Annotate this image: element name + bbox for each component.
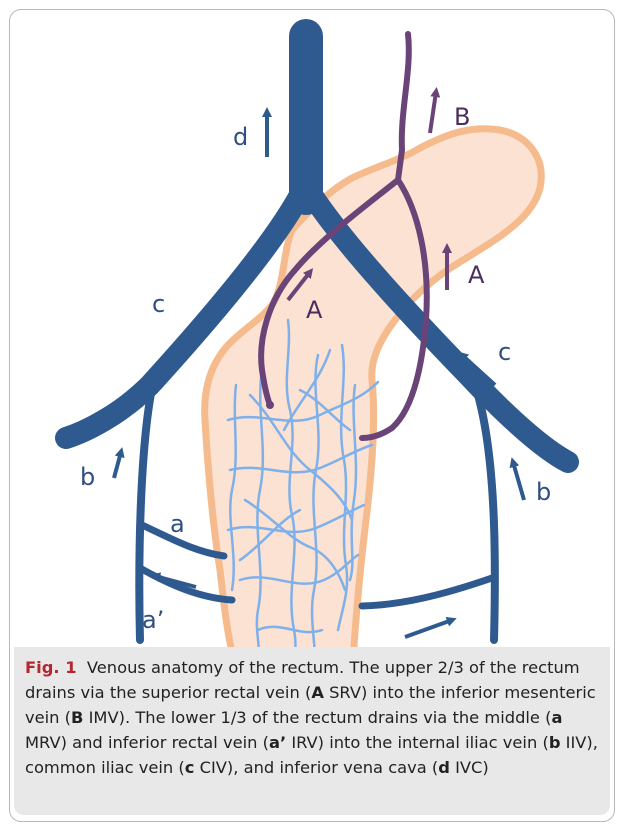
caption-text: IVC)	[450, 758, 489, 777]
arrow-b-right	[513, 462, 524, 500]
caption-key: b	[549, 733, 561, 752]
caption-text: IMV). The lower 1/3 of the rectum drains…	[83, 708, 551, 727]
arrow-a-prime-right	[405, 620, 452, 637]
caption-text: CIV), and inferior vena cava (	[194, 758, 438, 777]
srv-terminal-dot	[266, 401, 274, 409]
label-a: a	[170, 510, 185, 538]
caption-key: B	[71, 708, 83, 727]
caption-text: IRV) into the internal iliac vein (	[286, 733, 549, 752]
arrow-B	[430, 92, 436, 133]
right-internal-iliac-vein	[478, 395, 495, 640]
caption-key: d	[438, 758, 450, 777]
figure-label: Fig. 1	[25, 658, 77, 677]
caption-key: c	[185, 758, 195, 777]
label-c-right: c	[498, 338, 511, 366]
caption-key: a’	[269, 733, 286, 752]
caption-text: MRV) and inferior rectal vein (	[25, 733, 269, 752]
label-b-right: b	[536, 478, 551, 506]
left-internal-iliac-vein	[139, 388, 152, 640]
label-c-left: c	[152, 290, 165, 318]
label-A-right: A	[468, 261, 485, 289]
label-a-prime-left: a’	[142, 606, 164, 634]
label-A-center: A	[306, 296, 323, 324]
caption-key: a	[551, 708, 562, 727]
label-B: B	[454, 103, 470, 131]
label-b-left: b	[80, 463, 95, 491]
figure-caption: Fig. 1 Venous anatomy of the rectum. The…	[25, 655, 605, 780]
arrow-b-left	[114, 452, 121, 478]
right-inferior-rectal-vein	[362, 578, 492, 606]
caption-key: A	[311, 683, 324, 702]
label-d: d	[233, 123, 248, 151]
